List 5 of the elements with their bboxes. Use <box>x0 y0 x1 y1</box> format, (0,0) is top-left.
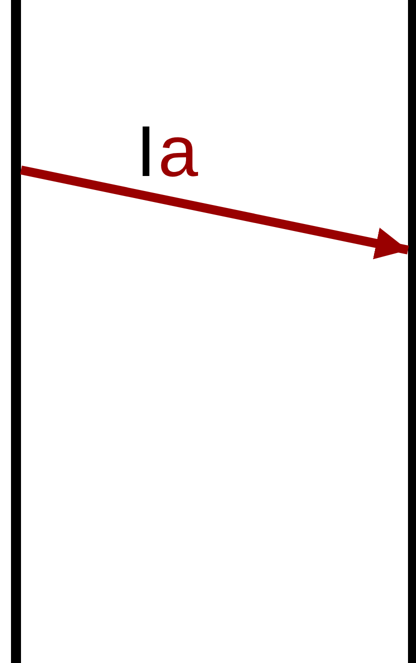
lifeline-bar <box>408 0 416 663</box>
lifeline-bar <box>11 0 21 663</box>
arrow <box>20 166 409 260</box>
label: I <box>136 116 156 188</box>
edge-label: a <box>158 116 198 188</box>
